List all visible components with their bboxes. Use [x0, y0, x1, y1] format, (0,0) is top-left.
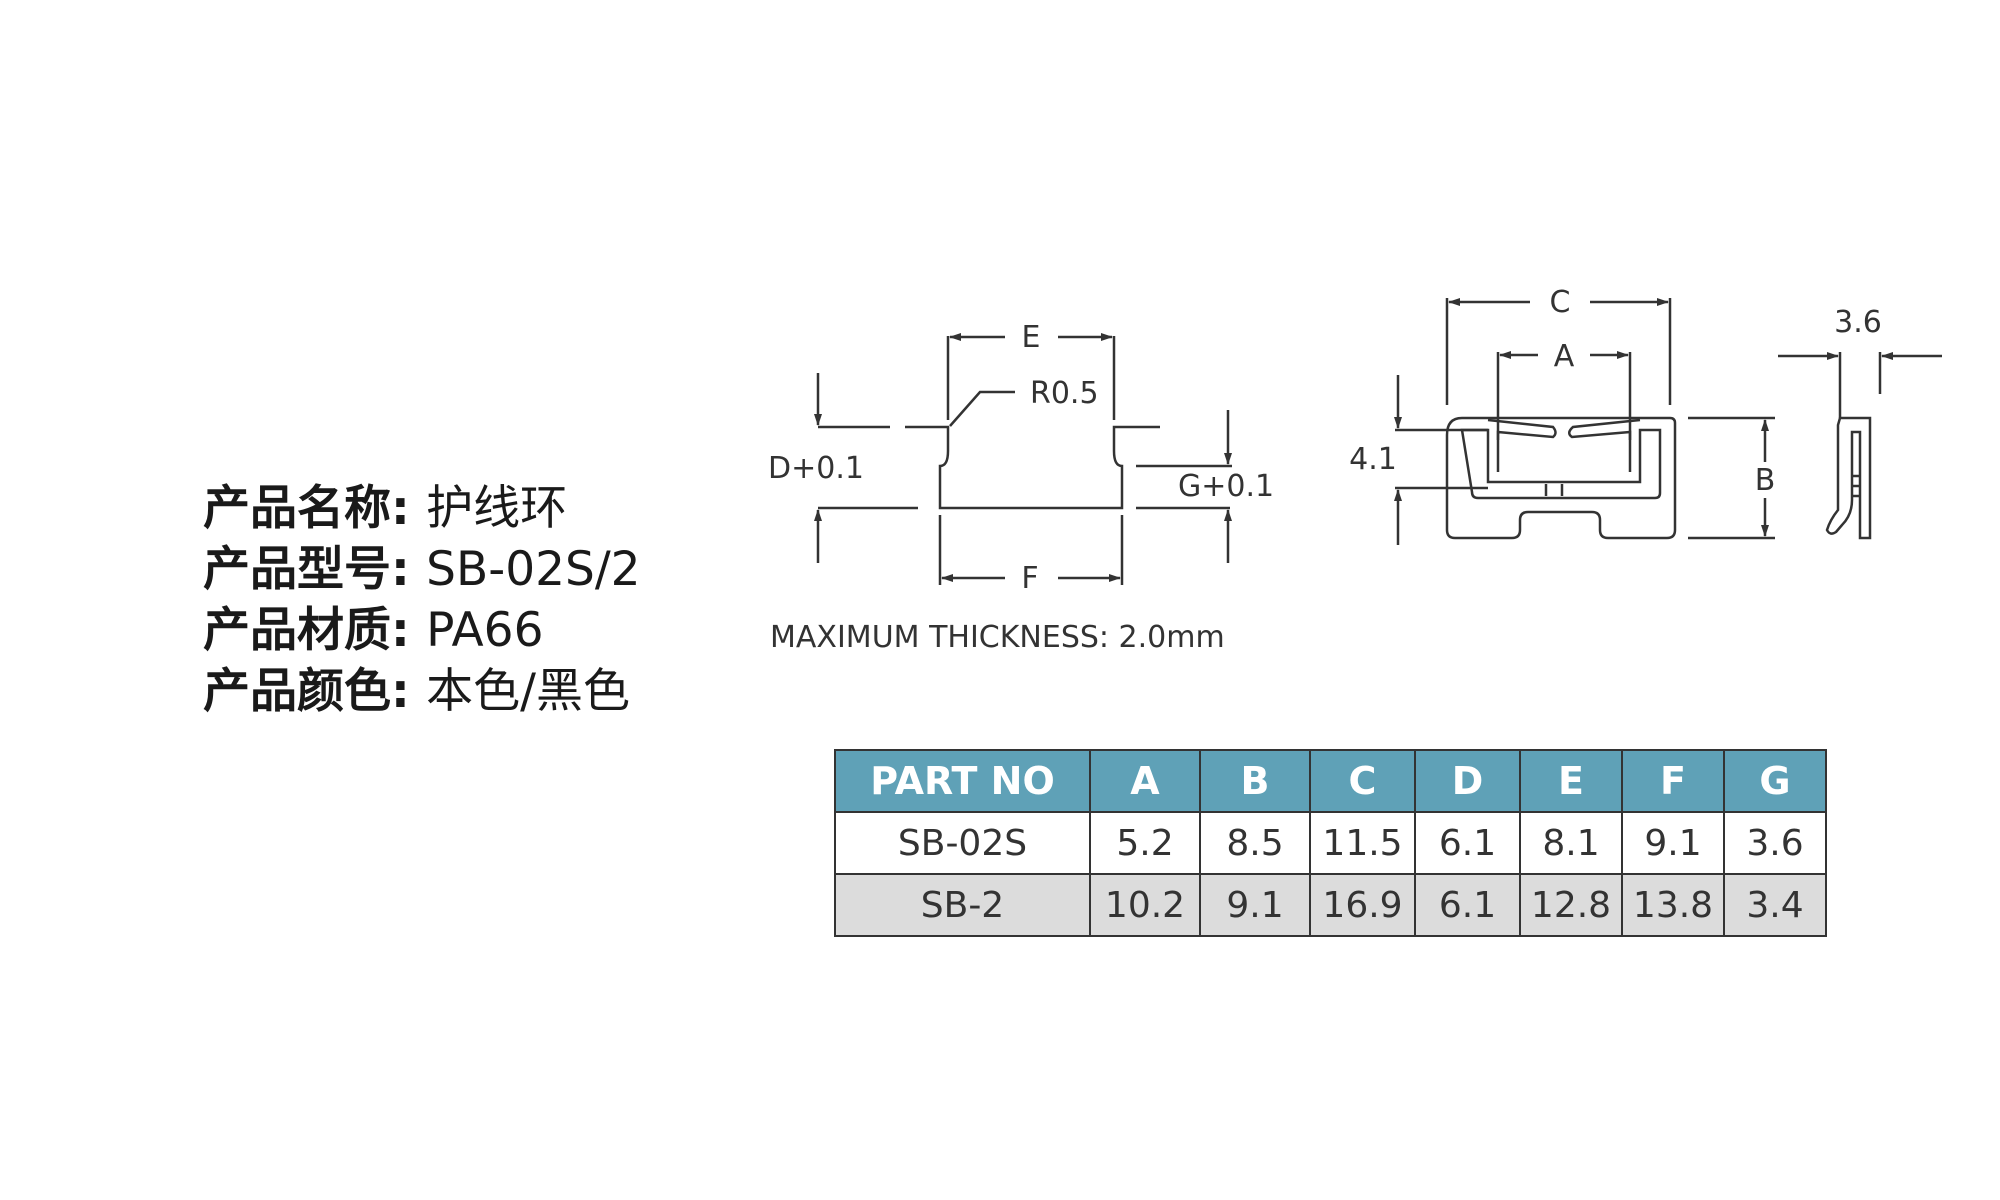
- product-name-value: 护线环: [426, 481, 568, 536]
- thickness-note: MAXIMUM THICKNESS: 2.0mm: [770, 620, 1225, 655]
- col-header-e: E: [1519, 749, 1623, 813]
- col-header-part-no: PART NO: [834, 749, 1091, 813]
- dim-d-label: D+0.1: [768, 451, 864, 486]
- panel-hole-outline: [905, 425, 1160, 510]
- panel-hole-drawing: [814, 333, 1232, 585]
- product-material-label: 产品材质:: [203, 603, 410, 658]
- cell-b: 9.1: [1199, 873, 1311, 937]
- product-info: 产品名称: 护线环 产品型号: SB-02S/2 产品材质: PA66 产品颜色…: [203, 478, 641, 722]
- cell-a: 5.2: [1089, 811, 1201, 875]
- dim-c-label: C: [1550, 285, 1571, 320]
- product-color-line: 产品颜色: 本色/黑色: [203, 661, 641, 722]
- dim-g-label: G+0.1: [1178, 469, 1274, 504]
- side-outline: [1825, 416, 1872, 540]
- product-color-label: 产品颜色:: [203, 664, 410, 719]
- cell-b: 8.5: [1199, 811, 1311, 875]
- part-outer-outline: [1445, 416, 1677, 540]
- dim-f-label: F: [1021, 561, 1038, 596]
- dim-36-label: 3.6: [1834, 305, 1882, 340]
- dim-b-label: B: [1755, 463, 1776, 498]
- table-header-row: PART NO A B C D E F G: [834, 749, 1827, 813]
- col-header-f: F: [1621, 749, 1725, 813]
- product-name-label: 产品名称:: [203, 481, 410, 536]
- product-model-label: 产品型号:: [203, 542, 410, 597]
- product-color-value: 本色/黑色: [426, 664, 631, 719]
- dim-41-label: 4.1: [1349, 442, 1397, 477]
- col-header-g: G: [1723, 749, 1827, 813]
- product-material-value: PA66: [426, 603, 544, 658]
- cell-f: 9.1: [1621, 811, 1725, 875]
- dim-e-label: E: [1022, 320, 1041, 355]
- col-header-a: A: [1089, 749, 1201, 813]
- cell-a: 10.2: [1089, 873, 1201, 937]
- cell-d: 6.1: [1414, 873, 1521, 937]
- product-name-line: 产品名称: 护线环: [203, 478, 641, 539]
- cell-g: 3.4: [1723, 873, 1827, 937]
- product-material-line: 产品材质: PA66: [203, 600, 641, 661]
- col-header-b: B: [1199, 749, 1311, 813]
- product-model-line: 产品型号: SB-02S/2: [203, 539, 641, 600]
- cell-e: 8.1: [1519, 811, 1623, 875]
- part-front-view: [1394, 298, 1775, 545]
- table-row: SB-2 10.2 9.1 16.9 6.1 12.8 13.8 3.4: [834, 873, 1827, 937]
- part-right-flap: [1568, 418, 1641, 472]
- cell-c: 16.9: [1309, 873, 1416, 937]
- cell-d: 6.1: [1414, 811, 1521, 875]
- col-header-c: C: [1309, 749, 1416, 813]
- product-model-value: SB-02S/2: [426, 542, 641, 597]
- r-leader: [949, 390, 1015, 427]
- dim-a-label: A: [1554, 339, 1575, 374]
- dim-r-label: R0.5: [1030, 376, 1099, 411]
- col-header-d: D: [1414, 749, 1521, 813]
- cell-g: 3.6: [1723, 811, 1827, 875]
- cell-part-no: SB-02S: [834, 811, 1091, 875]
- cell-e: 12.8: [1519, 873, 1623, 937]
- cell-c: 11.5: [1309, 811, 1416, 875]
- cell-f: 13.8: [1621, 873, 1725, 937]
- part-left-flap: [1487, 418, 1557, 472]
- cell-part-no: SB-2: [834, 873, 1091, 937]
- table-row: SB-02S 5.2 8.5 11.5 6.1 8.1 9.1 3.6: [834, 811, 1827, 875]
- part-inner-outline: [1460, 428, 1662, 500]
- part-side-view: [1778, 352, 1942, 540]
- dimension-table: PART NO A B C D E F G SB-02S 5.2 8.5 11.…: [834, 749, 1827, 937]
